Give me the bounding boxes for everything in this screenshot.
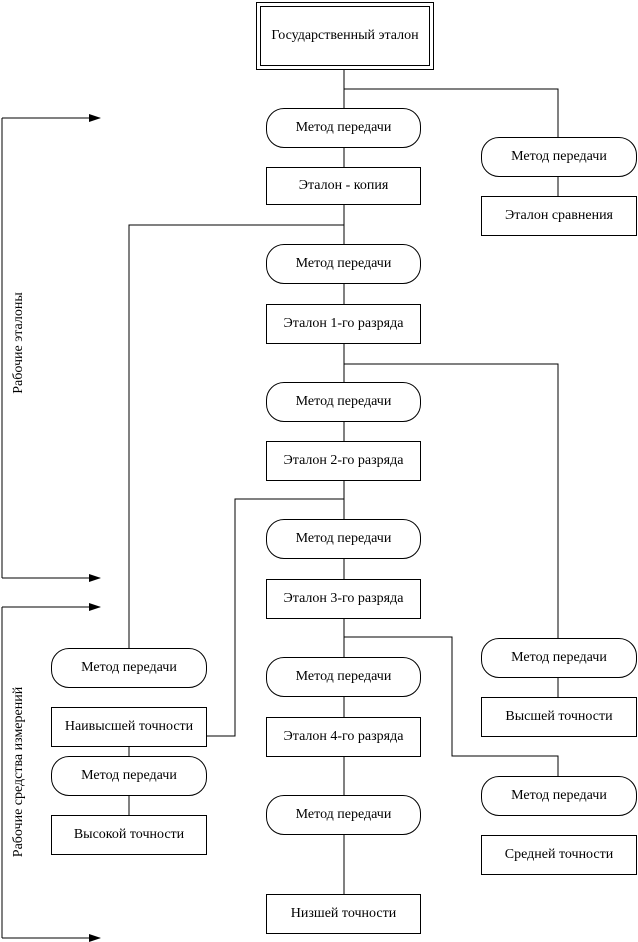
transfer-method-pill-5: Метод передачи xyxy=(266,657,421,697)
etalon-rank2-box: Эталон 2-го разряда xyxy=(266,441,421,481)
transfer-method-pill-left-2: Метод передачи xyxy=(51,756,207,796)
branch-medium xyxy=(344,636,559,776)
branch-higher xyxy=(344,363,559,638)
etalon-rank3-box: Эталон 3-го разряда xyxy=(266,579,421,619)
high-accuracy-box: Высокой точности xyxy=(51,815,207,855)
working-standards-label: Рабочие эталоны xyxy=(11,292,26,394)
transfer-method-pill-right-3: Метод передачи xyxy=(481,776,637,816)
working-instruments-label: Рабочие средства измерений xyxy=(11,686,26,858)
transfer-method-pill-3: Метод передачи xyxy=(266,382,421,422)
highest-accuracy-box: Наивысшей точности xyxy=(51,707,207,747)
etalon-copy-box: Эталон - копия xyxy=(266,167,421,205)
lowest-accuracy-box: Низшей точности xyxy=(266,894,421,934)
etalon-comparison-box: Эталон сравнения xyxy=(481,196,637,236)
transfer-method-pill-right-1: Метод передачи xyxy=(481,137,637,177)
etalon-rank4-box: Эталон 4-го разряда xyxy=(266,717,421,757)
state-standard-box: Государственный эталон xyxy=(256,2,434,70)
transfer-method-pill-2: Метод передачи xyxy=(266,244,421,284)
transfer-method-pill-right-2: Метод передачи xyxy=(481,638,637,678)
medium-accuracy-box: Средней точности xyxy=(481,835,637,875)
transfer-method-pill-1: Метод передачи xyxy=(266,108,421,148)
branch-highest xyxy=(128,224,344,648)
etalon-rank1-box: Эталон 1-го разряда xyxy=(266,304,421,344)
transfer-method-pill-6: Метод передачи xyxy=(266,795,421,835)
state-standard-label: Государственный эталон xyxy=(260,6,430,66)
transfer-method-pill-4: Метод передачи xyxy=(266,519,421,559)
higher-accuracy-box: Высшей точности xyxy=(481,697,637,737)
transfer-method-pill-left-1: Метод передачи xyxy=(51,648,207,688)
